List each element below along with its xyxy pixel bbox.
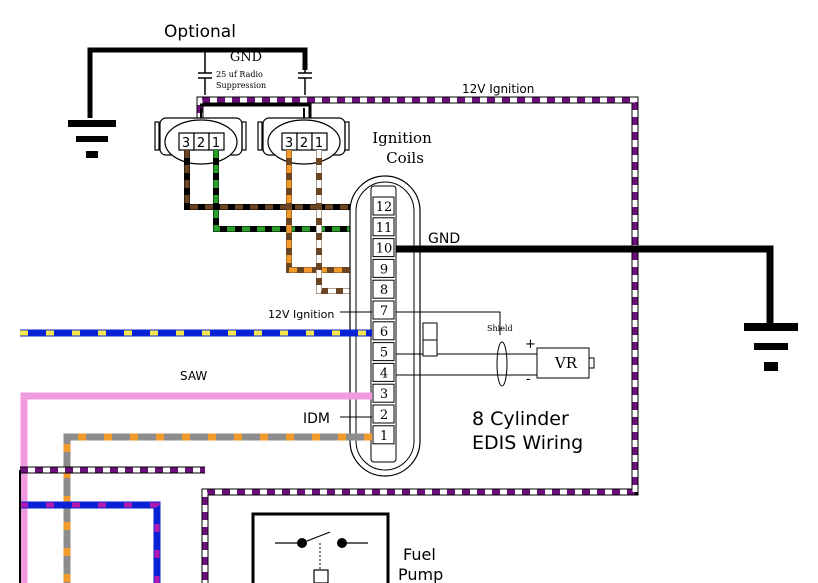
diagram-title-line1: 8 Cylinder: [472, 408, 569, 430]
connector-pin-5: 5: [380, 346, 388, 361]
wire-pin12: [184, 150, 372, 210]
ignition-coils-label: Ignition: [372, 129, 432, 147]
connector-pins: 12 11 10 9 8 7 6 5 4 3 2 1: [372, 196, 395, 445]
ground-symbol-right: [744, 323, 798, 371]
capacitor-left: [198, 70, 212, 95]
capacitor-right: [298, 70, 312, 95]
fuel-pump-relay: [251, 512, 390, 583]
optional-ground: [68, 47, 308, 158]
saw-label: SAW: [180, 369, 207, 383]
wire-pin10-gnd: [396, 245, 798, 371]
connector-pin-box: [372, 196, 395, 216]
coil-right-pin-1: 1: [315, 136, 323, 151]
wire-pin1: [63, 433, 372, 583]
ignition-coils-label-2: Coils: [386, 149, 424, 167]
wire-pin9: [286, 150, 372, 273]
vr-sensor-wiring: [396, 311, 595, 387]
connector-pin-box: [372, 238, 395, 258]
connector-pin-3: 3: [380, 387, 388, 402]
connector-pin-box: [372, 404, 395, 424]
coil-left-pin-2: 2: [197, 136, 205, 151]
ground-symbol-left: [68, 120, 116, 158]
connector-pin-box: [372, 425, 395, 445]
connector-pin-10: 10: [376, 242, 393, 257]
connector-pin-box: [372, 342, 395, 362]
fuel-pump-label-2: Pump: [398, 565, 443, 583]
coil-left-pin-3: 3: [182, 136, 190, 151]
plus-label: +: [525, 337, 536, 352]
ignition-coil-left: 3 2 1: [154, 117, 247, 165]
connector-pin-box: [372, 217, 395, 237]
gnd-top-label: GND: [230, 50, 262, 65]
ignition-coil-right: 3 2 1: [257, 117, 350, 165]
capacitor-label-2: Suppression: [216, 81, 266, 90]
connector-pin-7: 7: [380, 304, 388, 319]
fuel-pump-label: Fuel: [403, 545, 436, 564]
shield-label: Shield: [487, 324, 513, 333]
connector-pin-8: 8: [380, 283, 388, 298]
vr-sensor-label: VR: [554, 354, 578, 372]
ignition-12v-top-label: 12V Ignition: [462, 82, 534, 96]
connector-pin-box: [372, 300, 395, 320]
minus-label: -: [526, 372, 531, 387]
coil-left-pin-1: 1: [212, 136, 220, 151]
capacitor-label: 25 uf Radio: [216, 70, 263, 79]
wire-lower-blue-loop: [20, 501, 161, 583]
connector-pin-box: [372, 321, 395, 341]
coil-right-pin-3: 3: [285, 136, 293, 151]
connector-pin-1: 1: [380, 429, 388, 444]
connector-pin-4: 4: [380, 366, 388, 381]
gnd-right-label: GND: [428, 231, 460, 247]
idm-label: IDM: [303, 411, 330, 427]
wire-pin3-saw: [20, 392, 372, 583]
connector-pin-2: 2: [380, 408, 388, 423]
connector-pin-box: [372, 383, 395, 403]
optional-label: Optional: [164, 22, 236, 42]
ignition-12v-mid-label: 12V Ignition: [268, 308, 334, 321]
connector-pin-box: [372, 362, 395, 382]
diagram-title-line2: EDIS Wiring: [472, 432, 583, 454]
connector-pin-box: [372, 258, 395, 278]
connector-pin-11: 11: [376, 221, 393, 236]
connector-pin-6: 6: [380, 325, 388, 340]
connector-pin-9: 9: [380, 262, 388, 277]
coil-right-pin-2: 2: [300, 136, 308, 151]
connector-pin-12: 12: [376, 200, 393, 215]
connector-pin-box: [372, 279, 395, 299]
